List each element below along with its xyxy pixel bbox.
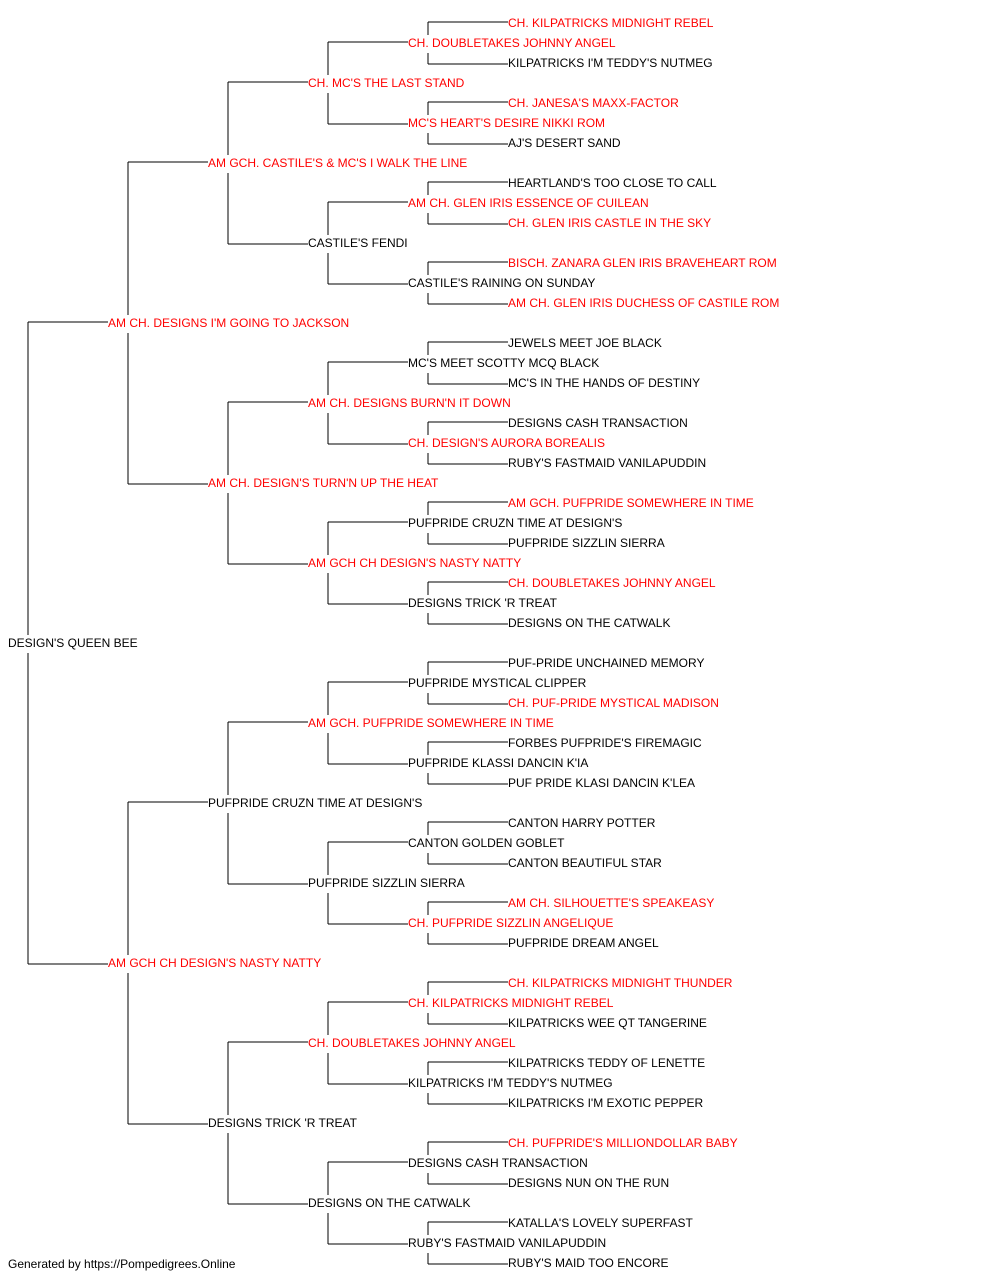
pedigree-node-gen5: HEARTLAND'S TOO CLOSE TO CALL: [508, 176, 717, 190]
pedigree-node-gen5: PUFPRIDE SIZZLIN SIERRA: [508, 536, 665, 550]
pedigree-node-gen2: AM GCH. CASTILE'S & MC'S I WALK THE LINE: [208, 156, 468, 170]
pedigree-node-gen4: MC'S MEET SCOTTY MCQ BLACK: [408, 356, 600, 370]
pedigree-node-gen4: KILPATRICKS I'M TEDDY'S NUTMEG: [408, 1076, 613, 1090]
pedigree-node-gen4: CH. PUFPRIDE SIZZLIN ANGELIQUE: [408, 916, 614, 930]
pedigree-node-gen5: PUF-PRIDE UNCHAINED MEMORY: [508, 656, 705, 670]
pedigree-node-gen5: DESIGNS CASH TRANSACTION: [508, 416, 688, 430]
pedigree-node-gen5: CH. PUFPRIDE'S MILLIONDOLLAR BABY: [508, 1136, 738, 1150]
pedigree-node-gen4: CH. KILPATRICKS MIDNIGHT REBEL: [408, 996, 614, 1010]
pedigree-node-gen5: CH. KILPATRICKS MIDNIGHT REBEL: [508, 16, 714, 30]
pedigree-node-gen5: KILPATRICKS WEE QT TANGERINE: [508, 1016, 707, 1030]
pedigree-node-gen5: CANTON BEAUTIFUL STAR: [508, 856, 662, 870]
pedigree-node-gen2: DESIGNS TRICK 'R TREAT: [208, 1116, 357, 1130]
pedigree-node-gen5: BISCH. ZANARA GLEN IRIS BRAVEHEART ROM: [508, 256, 777, 270]
pedigree-node-gen0: DESIGN'S QUEEN BEE: [8, 636, 138, 650]
pedigree-node-gen5: MC'S IN THE HANDS OF DESTINY: [508, 376, 701, 390]
pedigree-node-gen1: AM CH. DESIGNS I'M GOING TO JACKSON: [108, 316, 350, 330]
pedigree-node-gen4: DESIGNS TRICK 'R TREAT: [408, 596, 557, 610]
pedigree-node-gen5: CH. KILPATRICKS MIDNIGHT THUNDER: [508, 976, 733, 990]
pedigree-node-gen3: AM GCH CH DESIGN'S NASTY NATTY: [308, 556, 522, 570]
pedigree-node-gen2: PUFPRIDE CRUZN TIME AT DESIGN'S: [208, 796, 423, 810]
pedigree-node-gen5: CH. JANESA'S MAXX-FACTOR: [508, 96, 679, 110]
pedigree-node-gen4: PUFPRIDE MYSTICAL CLIPPER: [408, 676, 587, 690]
pedigree-node-gen1: AM GCH CH DESIGN'S NASTY NATTY: [108, 956, 322, 970]
pedigree-node-gen5: CH. PUF-PRIDE MYSTICAL MADISON: [508, 696, 719, 710]
pedigree-node-gen5: PUFPRIDE DREAM ANGEL: [508, 936, 659, 950]
pedigree-node-gen5: RUBY'S FASTMAID VANILAPUDDIN: [508, 456, 707, 470]
pedigree-node-gen5: RUBY'S MAID TOO ENCORE: [508, 1256, 669, 1270]
pedigree-node-gen4: CH. DESIGN'S AURORA BOREALIS: [408, 436, 606, 450]
pedigree-node-gen5: AM CH. SILHOUETTE'S SPEAKEASY: [508, 896, 715, 910]
pedigree-node-gen5: CANTON HARRY POTTER: [508, 816, 656, 830]
pedigree-node-gen3: AM GCH. PUFPRIDE SOMEWHERE IN TIME: [308, 716, 554, 730]
pedigree-node-gen5: AM CH. GLEN IRIS DUCHESS OF CASTILE ROM: [508, 296, 780, 310]
pedigree-node-gen5: KILPATRICKS TEDDY OF LENETTE: [508, 1056, 706, 1070]
pedigree-node-gen4: MC'S HEART'S DESIRE NIKKI ROM: [408, 116, 606, 130]
pedigree-node-gen5: DESIGNS ON THE CATWALK: [508, 616, 671, 630]
pedigree-node-gen3: CH. MC'S THE LAST STAND: [308, 76, 465, 90]
pedigree-node-gen5: DESIGNS NUN ON THE RUN: [508, 1176, 670, 1190]
pedigree-node-gen5: JEWELS MEET JOE BLACK: [508, 336, 662, 350]
pedigree-node-gen4: AM CH. GLEN IRIS ESSENCE OF CUILEAN: [408, 196, 649, 210]
pedigree-node-gen5: AJ'S DESERT SAND: [508, 136, 621, 150]
pedigree-node-gen3: CH. DOUBLETAKES JOHNNY ANGEL: [308, 1036, 516, 1050]
pedigree-node-gen4: CASTILE'S RAINING ON SUNDAY: [408, 276, 596, 290]
pedigree-node-gen3: DESIGNS ON THE CATWALK: [308, 1196, 471, 1210]
pedigree-node-gen5: FORBES PUFPRIDE'S FIREMAGIC: [508, 736, 702, 750]
pedigree-node-gen5: CH. GLEN IRIS CASTLE IN THE SKY: [508, 216, 712, 230]
pedigree-node-gen3: AM CH. DESIGNS BURN'N IT DOWN: [308, 396, 511, 410]
pedigree-node-gen3: PUFPRIDE SIZZLIN SIERRA: [308, 876, 465, 890]
pedigree-node-gen3: CASTILE'S FENDI: [308, 236, 408, 250]
pedigree-node-gen2: AM CH. DESIGN'S TURN'N UP THE HEAT: [208, 476, 439, 490]
pedigree-node-gen4: CANTON GOLDEN GOBLET: [408, 836, 565, 850]
generated-by-footer: Generated by https://Pompedigrees.Online: [8, 1257, 236, 1271]
pedigree-node-gen5: AM GCH. PUFPRIDE SOMEWHERE IN TIME: [508, 496, 754, 510]
pedigree-node-gen5: KILPATRICKS I'M TEDDY'S NUTMEG: [508, 56, 713, 70]
pedigree-node-gen4: DESIGNS CASH TRANSACTION: [408, 1156, 588, 1170]
pedigree-node-gen5: KATALLA'S LOVELY SUPERFAST: [508, 1216, 693, 1230]
pedigree-node-gen5: CH. DOUBLETAKES JOHNNY ANGEL: [508, 576, 716, 590]
pedigree-node-gen5: PUF PRIDE KLASI DANCIN K'LEA: [508, 776, 696, 790]
pedigree-node-gen4: PUFPRIDE CRUZN TIME AT DESIGN'S: [408, 516, 623, 530]
pedigree-node-gen5: KILPATRICKS I'M EXOTIC PEPPER: [508, 1096, 704, 1110]
pedigree-node-gen4: CH. DOUBLETAKES JOHNNY ANGEL: [408, 36, 616, 50]
pedigree-node-gen4: RUBY'S FASTMAID VANILAPUDDIN: [408, 1236, 607, 1250]
pedigree-node-gen4: PUFPRIDE KLASSI DANCIN K'IA: [408, 756, 589, 770]
